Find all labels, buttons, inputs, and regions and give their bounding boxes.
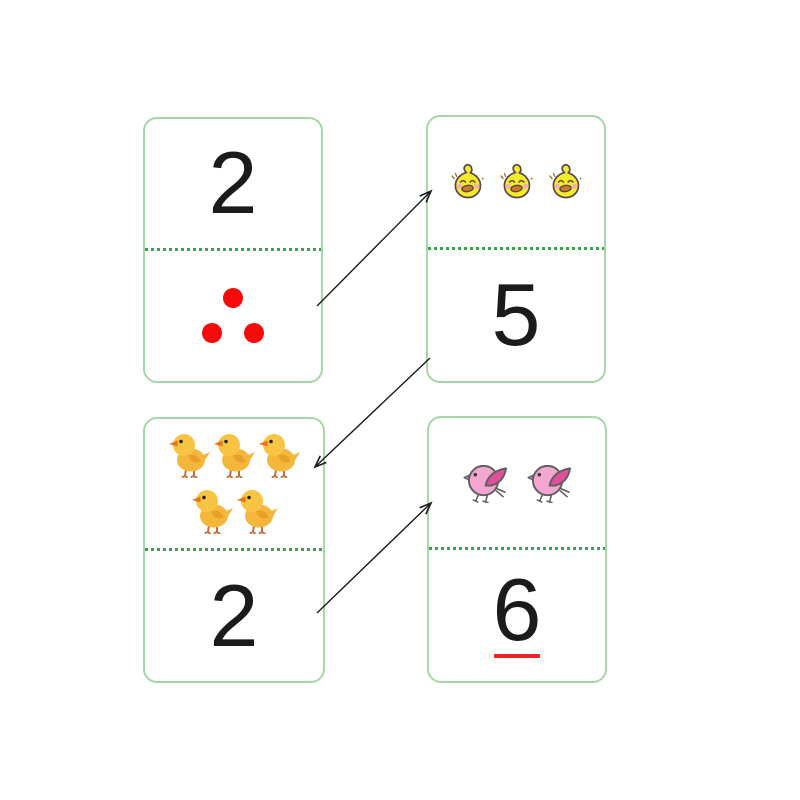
number-label: 2 [209, 565, 259, 665]
card-bottom-right-icon-area [429, 418, 605, 547]
card-bottom-left-icon-area [145, 419, 323, 548]
pink-birds-group [462, 462, 573, 504]
number-label: 5 [491, 265, 541, 365]
match-arrow [316, 501, 433, 614]
chick-row [190, 488, 279, 535]
dot-row [223, 288, 243, 309]
match-arrow [316, 189, 433, 307]
card-top-left[interactable]: 2 [143, 117, 323, 383]
chick-icon [236, 490, 278, 535]
chick-icon [259, 434, 300, 479]
chick-row [167, 432, 301, 479]
red-dots-group [202, 288, 264, 344]
pink-bird-icon [462, 465, 507, 504]
pink-bird-icon [526, 465, 571, 504]
dotted-divider [429, 547, 605, 551]
ducklings-group [450, 163, 583, 201]
red-dot-icon [244, 323, 264, 344]
card-bottom-left[interactable]: 2 [143, 417, 325, 683]
duckling-icon [548, 163, 582, 199]
card-top-left-icon-area [145, 251, 321, 381]
dotted-divider [145, 247, 321, 251]
chick-icon [169, 434, 210, 479]
duckling-row [450, 163, 583, 201]
card-top-right[interactable]: 5 [426, 115, 606, 383]
card-top-left-number-area: 2 [145, 119, 321, 248]
chick-icon [191, 490, 233, 535]
number-label: 6 [492, 559, 542, 659]
match-arrow [313, 357, 431, 469]
dot-row [202, 323, 264, 344]
card-top-right-number-area: 5 [428, 250, 604, 381]
dotted-divider [145, 547, 323, 551]
dotted-divider [428, 246, 604, 250]
pink-bird-row [462, 462, 573, 504]
underlined-number: 6 [492, 559, 542, 659]
card-bottom-left-number-area: 2 [145, 551, 323, 681]
duckling-icon [499, 163, 533, 199]
red-dot-icon [202, 323, 222, 344]
card-bottom-right[interactable]: 6 [427, 416, 607, 683]
red-dot-icon [223, 288, 243, 309]
card-top-right-icon-area [428, 117, 604, 247]
number-label: 2 [208, 133, 258, 233]
chicks-group [167, 432, 301, 535]
duckling-icon [450, 163, 484, 199]
answer-underline [493, 653, 540, 658]
card-bottom-right-number-area: 6 [429, 550, 605, 681]
chick-icon [214, 434, 255, 479]
